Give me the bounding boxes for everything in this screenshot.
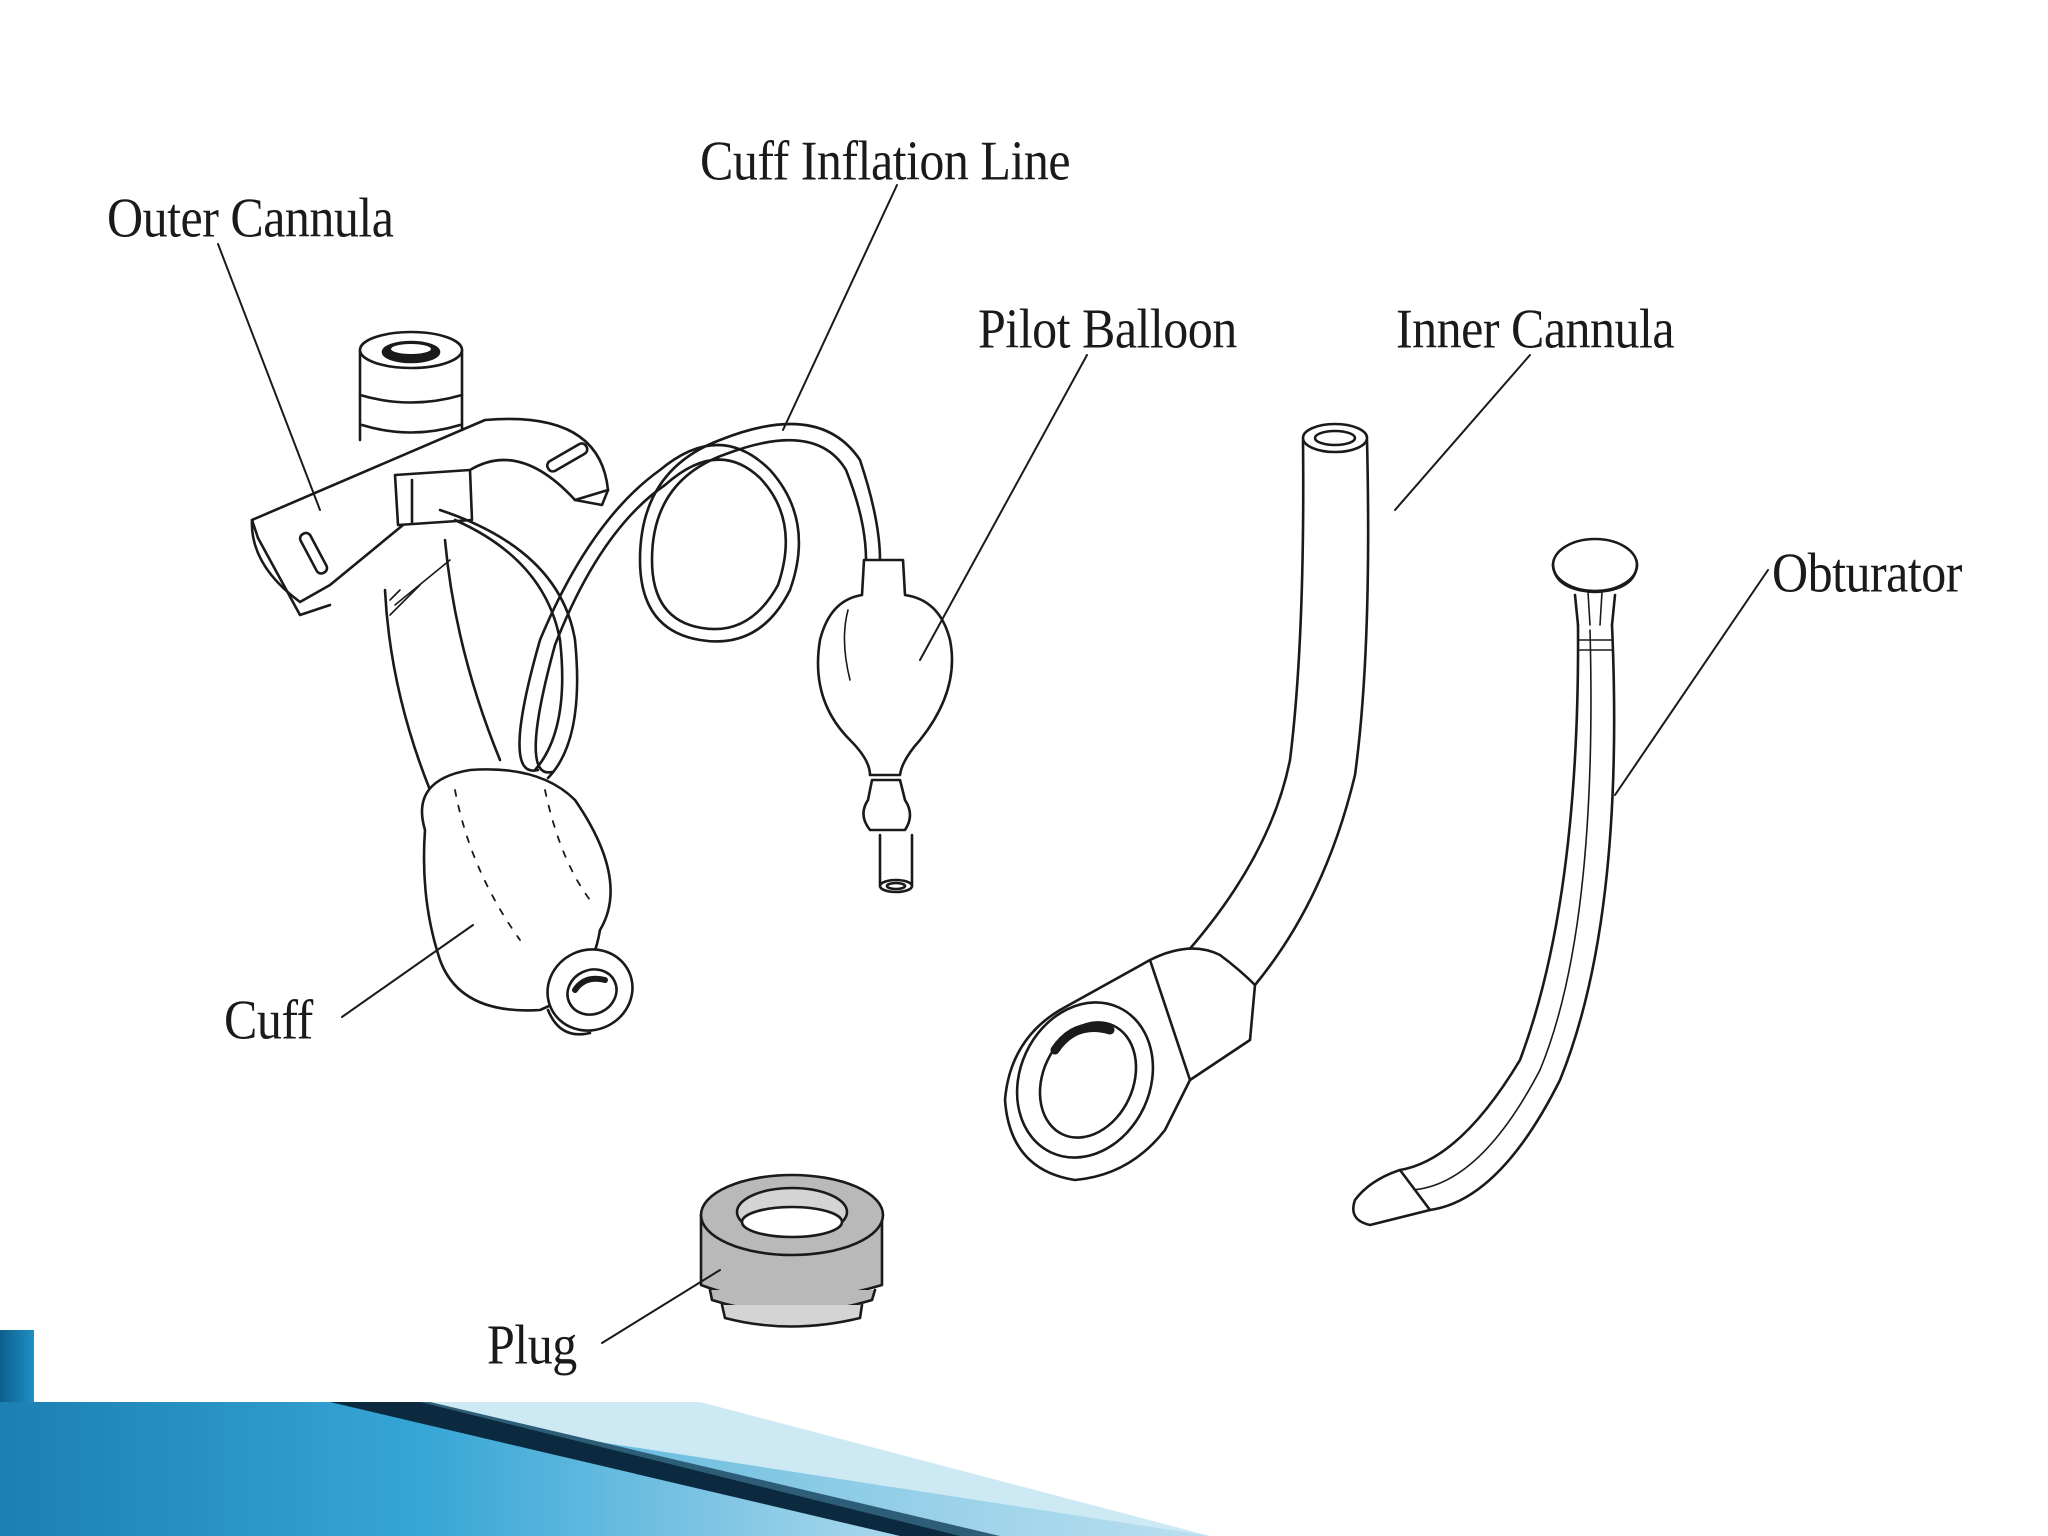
- inner-cannula: [1003, 422, 1370, 1182]
- label-outer-cannula: Outer Cannula: [107, 186, 394, 249]
- label-inner-cannula: Inner Cannula: [1396, 297, 1675, 360]
- cuff-inflation-line: [438, 422, 882, 780]
- obturator: [1352, 537, 1639, 1227]
- label-cuff-inflation-line: Cuff Inflation Line: [700, 129, 1071, 192]
- leader-lines: [217, 184, 1769, 1344]
- label-plug: Plug: [487, 1313, 577, 1376]
- slide-decoration: [0, 1330, 1210, 1536]
- plug-leader: [601, 1269, 721, 1344]
- label-pilot-balloon: Pilot Balloon: [978, 297, 1237, 360]
- cuff-leader: [341, 924, 474, 1018]
- label-cuff: Cuff: [224, 988, 313, 1051]
- outer-cannula-leader: [217, 243, 321, 511]
- pilot-balloon-leader: [919, 354, 1088, 661]
- inner-cannula-leader: [1394, 354, 1531, 511]
- outer-cannula: [250, 330, 634, 1036]
- obturator-leader: [1614, 569, 1769, 796]
- label-obturator: Obturator: [1772, 541, 1962, 604]
- pilot-balloon: [816, 558, 954, 894]
- cuff-inflation-line-leader: [782, 184, 898, 431]
- plug: [699, 1173, 885, 1328]
